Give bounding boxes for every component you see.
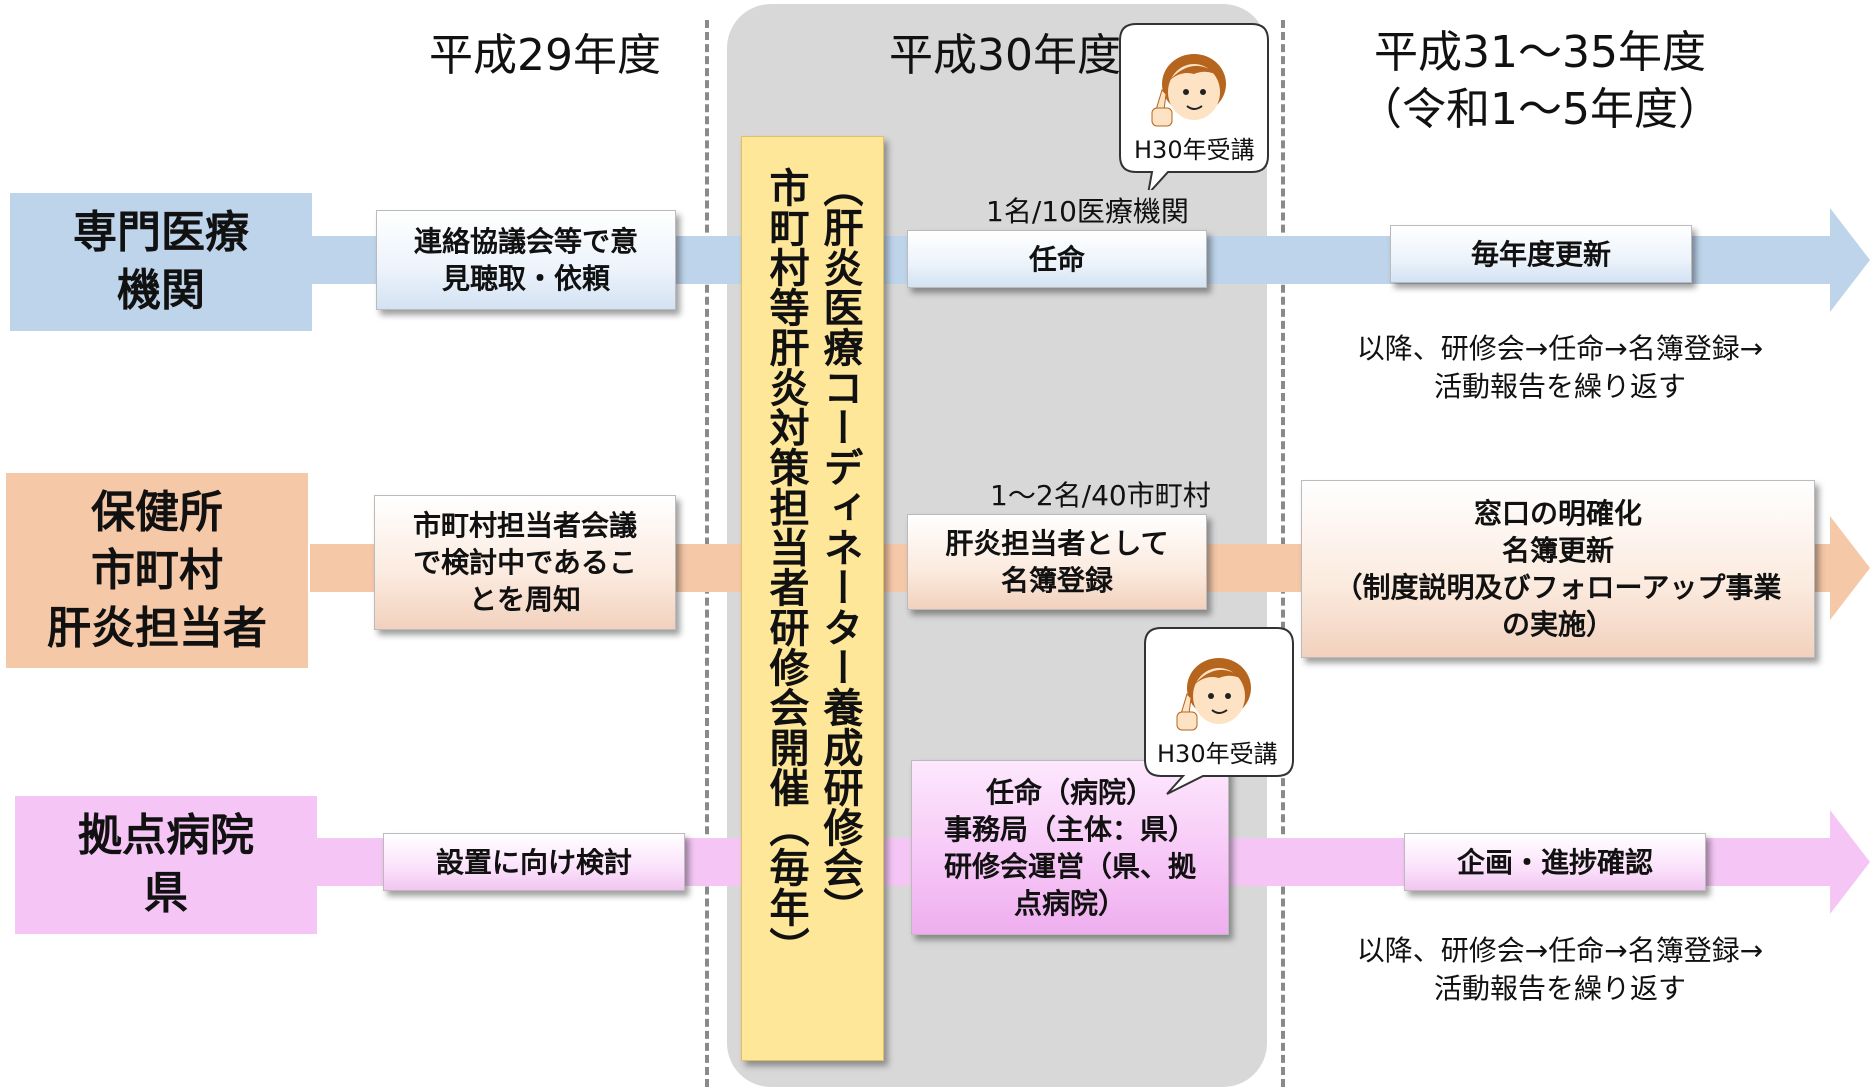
fy31-hub-note: 以降、研修会→任命→名簿登録→ 活動報告を繰り返す [1300, 932, 1820, 1008]
fy30-health-caption: 1〜2名/40市町村 [990, 479, 1211, 512]
training-session-col2: 市町村等肝炎対策担当者研修会開催（毎年） [762, 167, 809, 967]
person-avatar-icon [1151, 54, 1226, 127]
category-health-line3: 肝炎担当者 [47, 602, 267, 654]
training-session-box: （肝炎医療コーディネーター養成研修会） 市町村等肝炎対策担当者研修会開催（毎年） [741, 136, 884, 1061]
fy29-health-line2: で検討中であるこ [413, 546, 637, 579]
fy31-specialist-note-line2: 活動報告を繰り返す [1433, 370, 1686, 403]
fy30-health-box: 肝炎担当者として 名簿登録 [907, 514, 1207, 610]
header-fy30: 平成30年度 [889, 30, 1121, 81]
fy31-health-line4: の実施） [1501, 608, 1614, 641]
category-health-line1: 保健所 [91, 486, 223, 538]
header-fy29: 平成29年度 [429, 30, 661, 81]
fy31-hub-box: 企画・進捗確認 [1404, 833, 1706, 891]
bubble-top-label: H30年受講 [1134, 136, 1255, 164]
fy30-hub-line3: 研修会運営（県、拠 [943, 849, 1196, 883]
fy30-health-line2: 名簿登録 [1000, 564, 1113, 597]
fy30-hub-box: 任命（病院） 事務局（主体：県） 研修会運営（県、拠 点病院） [911, 760, 1229, 935]
fy31-health-line1: 窓口の明確化 [1473, 497, 1642, 530]
header-fy31-35-sub: （令和1〜5年度） [1358, 84, 1722, 135]
category-specialist-line1: 専門医療 [73, 207, 249, 258]
fy31-specialist-note-line1: 以降、研修会→任命→名簿登録→ [1356, 332, 1764, 365]
fy31-health-line2: 名簿更新 [1501, 534, 1614, 567]
fy29-specialist-line1: 連絡協議会等で意 [413, 225, 638, 258]
fy31-health-box: 窓口の明確化 名簿更新 （制度説明及びフォローアップ事業 の実施） [1301, 480, 1815, 658]
category-specialist: 専門医療 機関 [10, 193, 312, 331]
fy29-specialist-line2: 見聴取・依頼 [441, 262, 610, 295]
header-fy31-35: 平成31〜35年度 [1374, 27, 1706, 78]
fy31-specialist-box: 毎年度更新 [1390, 225, 1692, 283]
category-hub-line1: 拠点病院 [78, 810, 254, 861]
fy30-health-line1: 肝炎担当者として [945, 527, 1169, 560]
fy29-health-line1: 市町村担当者会議 [412, 509, 637, 542]
fy29-health-line3: とを周知 [468, 583, 581, 616]
bubble-bottom-label: H30年受講 [1157, 740, 1278, 768]
fy30-hub-line4: 点病院） [1013, 886, 1126, 920]
fy31-hub-note-line2: 活動報告を繰り返す [1433, 972, 1686, 1005]
speech-bubble-bottom: H30年受講 [1143, 626, 1295, 795]
fy30-hub-line2: 事務局（主体：県） [943, 812, 1196, 846]
fy31-specialist-note: 以降、研修会→任命→名簿登録→ 活動報告を繰り返す [1300, 330, 1820, 406]
category-hub: 拠点病院 県 [15, 796, 317, 934]
category-hub-line2: 県 [144, 868, 188, 919]
fy30-specialist-caption: 1名/10医療機関 [986, 195, 1189, 228]
person-avatar-bottom-icon [1176, 658, 1251, 731]
fy30-specialist-box: 任命 [907, 230, 1207, 288]
training-session-col1: （肝炎医療コーディネーター養成研修会） [816, 167, 863, 927]
fy29-hub-box: 設置に向け検討 [383, 833, 685, 891]
fy29-specialist-box: 連絡協議会等で意 見聴取・依頼 [376, 210, 676, 310]
category-health-line2: 市町村 [91, 544, 223, 596]
fy31-hub-note-line1: 以降、研修会→任命→名簿登録→ [1356, 934, 1764, 967]
fy29-health-box: 市町村担当者会議 で検討中であるこ とを周知 [374, 495, 676, 630]
category-specialist-line2: 機関 [117, 265, 205, 316]
fy31-health-line3: （制度説明及びフォローアップ事業 [1334, 571, 1782, 604]
speech-bubble-top: H30年受講 [1118, 22, 1270, 190]
category-health: 保健所 市町村 肝炎担当者 [6, 473, 308, 668]
fy30-hub-line1: 任命（病院） [985, 775, 1154, 809]
